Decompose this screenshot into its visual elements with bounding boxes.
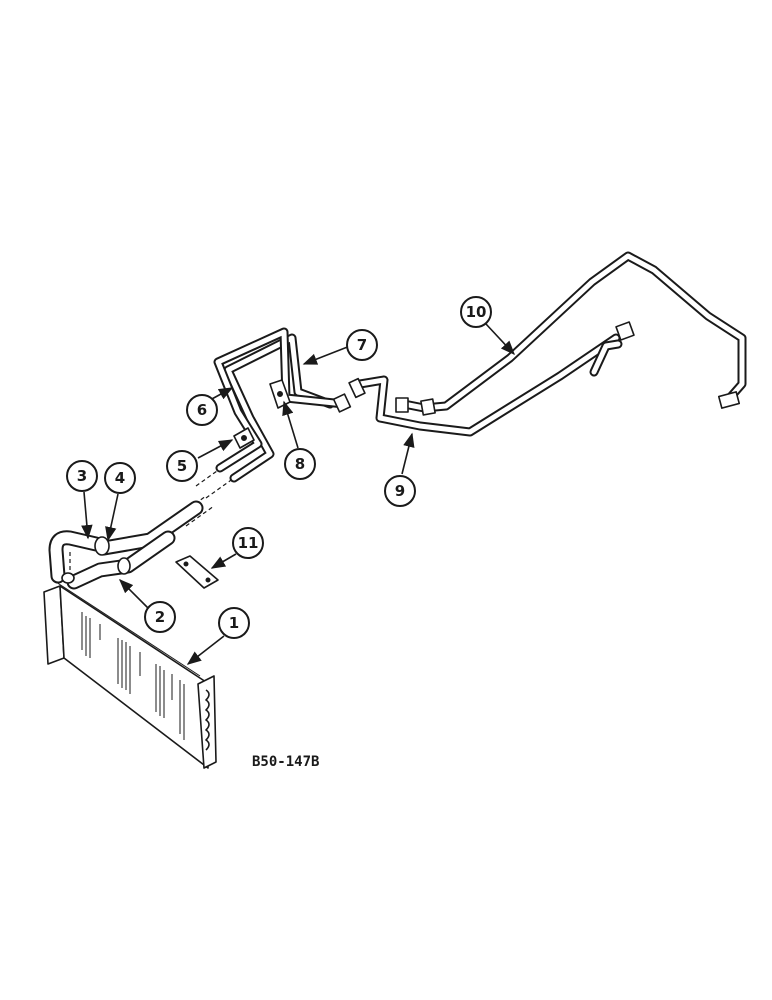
- cooler-core: [43, 581, 217, 769]
- mounting-plate: [175, 555, 219, 589]
- svg-text:11: 11: [238, 534, 259, 552]
- callouts: 1 2 3 4 5 6 7 8: [66, 296, 492, 639]
- callout-7: 7: [346, 329, 378, 361]
- svg-text:7: 7: [357, 336, 367, 354]
- fittings: [233, 321, 741, 449]
- callout-2: 2: [144, 601, 176, 633]
- svg-text:8: 8: [295, 455, 305, 473]
- callout-11: 11: [232, 527, 264, 559]
- callout-5: 5: [166, 450, 198, 482]
- leader-lines: [81, 323, 515, 665]
- svg-text:1: 1: [229, 614, 239, 632]
- reference-code: B50-147B: [252, 754, 319, 770]
- svg-text:4: 4: [115, 469, 125, 487]
- callout-8: 8: [284, 448, 316, 480]
- callout-3: 3: [66, 460, 98, 492]
- svg-text:10: 10: [466, 303, 487, 321]
- callout-9: 9: [384, 475, 416, 507]
- svg-text:2: 2: [155, 608, 165, 626]
- svg-text:6: 6: [197, 401, 207, 419]
- callout-10: 10: [460, 296, 492, 328]
- svg-text:5: 5: [177, 457, 187, 475]
- svg-text:3: 3: [77, 467, 87, 485]
- svg-text:9: 9: [395, 482, 405, 500]
- hoses: [48, 500, 204, 590]
- callout-4: 4: [104, 462, 136, 494]
- callout-6: 6: [186, 394, 218, 426]
- callout-1: 1: [218, 607, 250, 639]
